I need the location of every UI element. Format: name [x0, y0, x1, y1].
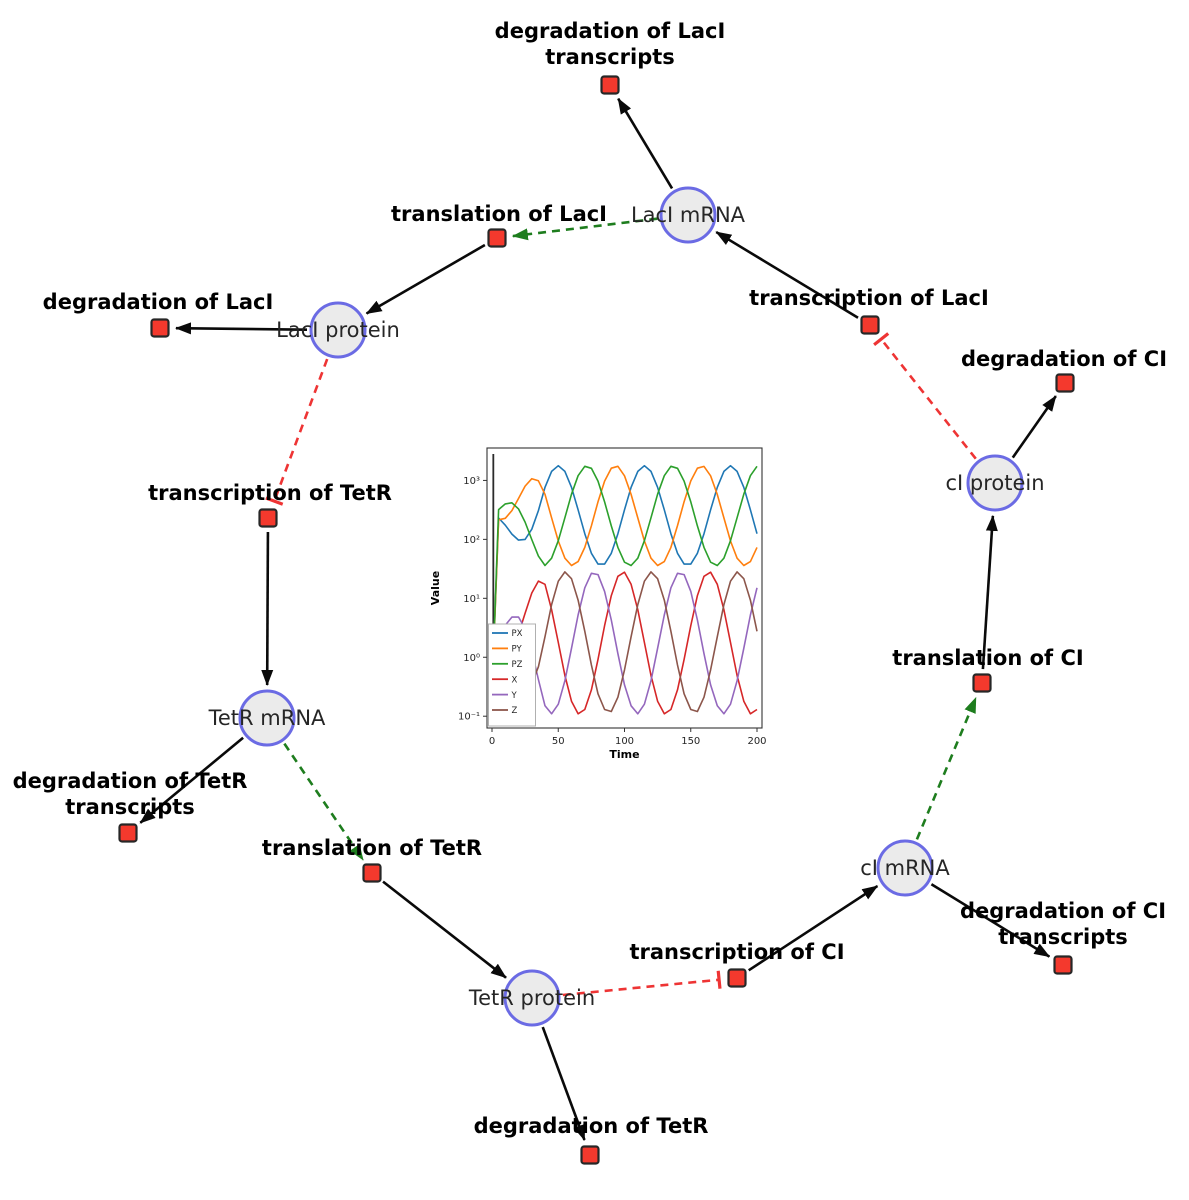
reaction-label-translation-laci: translation of LacI	[391, 202, 607, 226]
edge-transcription-ci-to-ci-mrna	[748, 884, 879, 972]
edge-tetr-mrna-to-translation-tetr	[283, 742, 365, 861]
species-node-ci-mrna	[876, 839, 934, 897]
species-label-tetr-protein: TetR protein	[468, 986, 595, 1010]
series-line-PX	[491, 464, 758, 693]
edge-translation-laci-to-laci-protein	[365, 243, 486, 315]
inhibition-tee-ci-protein-to-transcription-laci	[873, 332, 890, 346]
reaction-label-deg-laci: degradation of LacI	[43, 290, 274, 314]
species-node-laci-mrna	[659, 186, 717, 244]
edge-translation-tetr-to-tetr-protein	[382, 880, 507, 979]
x-tick-label: 100	[615, 736, 634, 747]
edge-tetr-protein-to-deg-tetr	[541, 1026, 586, 1141]
reaction-node-translation-ci	[972, 673, 992, 693]
species-node-tetr-mrna	[238, 689, 296, 747]
legend-label-PY: PY	[512, 645, 523, 655]
series-line-Z	[491, 571, 758, 713]
edge-ci-protein-to-deg-ci	[1011, 395, 1057, 459]
legend-label-Y: Y	[511, 691, 518, 701]
species-label-laci-mrna: LacI mRNA	[631, 203, 746, 227]
legend-label-Z: Z	[512, 706, 518, 716]
reaction-node-deg-tetr-transcripts	[118, 823, 138, 843]
species-label-tetr-mrna: TetR mRNA	[208, 706, 326, 730]
edge-laci-mrna-to-translation-laci	[511, 217, 658, 241]
edge-ci-protein-to-transcription-laci	[880, 338, 977, 460]
reaction-label-deg-tetr: degradation of TetR	[474, 1114, 709, 1138]
series-line-X	[491, 571, 758, 715]
reaction-node-deg-laci-transcripts	[600, 75, 620, 95]
x-tick-label: 200	[747, 736, 766, 747]
y-tick-label: 10⁻¹	[458, 712, 480, 723]
x-tick-label: 50	[552, 736, 565, 747]
y-tick-label: 10¹	[463, 594, 480, 605]
edge-tetr-mrna-to-deg-tetr-transcripts	[139, 736, 244, 824]
inhibition-tee-laci-protein-to-transcription-tetr	[265, 496, 284, 506]
reaction-label-translation-tetr: translation of TetR	[262, 836, 482, 860]
edge-translation-ci-to-ci-protein	[981, 514, 998, 670]
x-tick-label: 150	[681, 736, 700, 747]
species-label-ci-protein: cI protein	[945, 471, 1044, 495]
nodes-layer	[118, 75, 1075, 1165]
x-tick-label: 0	[489, 736, 495, 747]
y-tick-label: 10⁰	[463, 653, 480, 664]
edge-laci-mrna-to-deg-laci-transcripts	[617, 97, 674, 190]
edges-layer	[139, 97, 1057, 1141]
reaction-node-deg-laci	[150, 318, 170, 338]
reaction-node-deg-tetr	[580, 1145, 600, 1165]
edge-transcription-tetr-to-tetr-mrna	[261, 531, 274, 687]
edge-transcription-laci-to-laci-mrna	[715, 230, 859, 319]
inhibition-tee-tetr-protein-to-transcription-ci	[716, 970, 722, 989]
x-axis-title: Time	[609, 748, 639, 761]
series-line-Y	[491, 572, 758, 715]
reaction-label-translation-ci: translation of CI	[892, 646, 1083, 670]
series-line-PY	[491, 465, 758, 693]
y-tick-label: 10³	[463, 476, 480, 487]
reaction-node-deg-ci	[1055, 373, 1075, 393]
legend-label-PX: PX	[512, 629, 523, 639]
reaction-label-transcription-laci: transcription of LacI	[749, 286, 989, 310]
species-label-laci-protein: LacI protein	[276, 318, 400, 342]
species-node-laci-protein	[309, 301, 367, 359]
reaction-label-transcription-tetr: transcription of TetR	[148, 481, 392, 505]
legend-box	[488, 623, 536, 727]
edge-tetr-protein-to-transcription-ci	[562, 978, 720, 997]
reaction-label-transcription-ci: transcription of CI	[629, 940, 844, 964]
series-line-PZ	[491, 465, 758, 693]
legend-label-PZ: PZ	[512, 660, 523, 670]
reaction-node-translation-laci	[487, 228, 507, 248]
legend: PX PY PZ XYZ	[488, 623, 536, 727]
reaction-label-deg-ci: degradation of CI	[961, 347, 1167, 371]
reaction-node-deg-ci-transcripts	[1053, 955, 1073, 975]
y-axis-title: Value	[429, 571, 442, 605]
species-node-ci-protein	[966, 454, 1024, 512]
legend-label-X: X	[512, 675, 518, 685]
reaction-node-transcription-tetr	[258, 508, 278, 528]
edge-laci-protein-to-transcription-tetr	[273, 358, 329, 502]
y-tick-label: 10²	[463, 535, 480, 546]
reaction-node-translation-tetr	[362, 863, 382, 883]
species-node-tetr-protein	[503, 969, 561, 1027]
species-label-ci-mrna: cI mRNA	[860, 856, 950, 880]
reaction-node-transcription-ci	[727, 968, 747, 988]
reaction-node-transcription-laci	[860, 315, 880, 335]
edge-ci-mrna-to-translation-ci	[915, 696, 978, 840]
edge-laci-protein-to-deg-laci	[174, 322, 308, 335]
edge-ci-mrna-to-deg-ci-transcripts	[930, 883, 1051, 958]
